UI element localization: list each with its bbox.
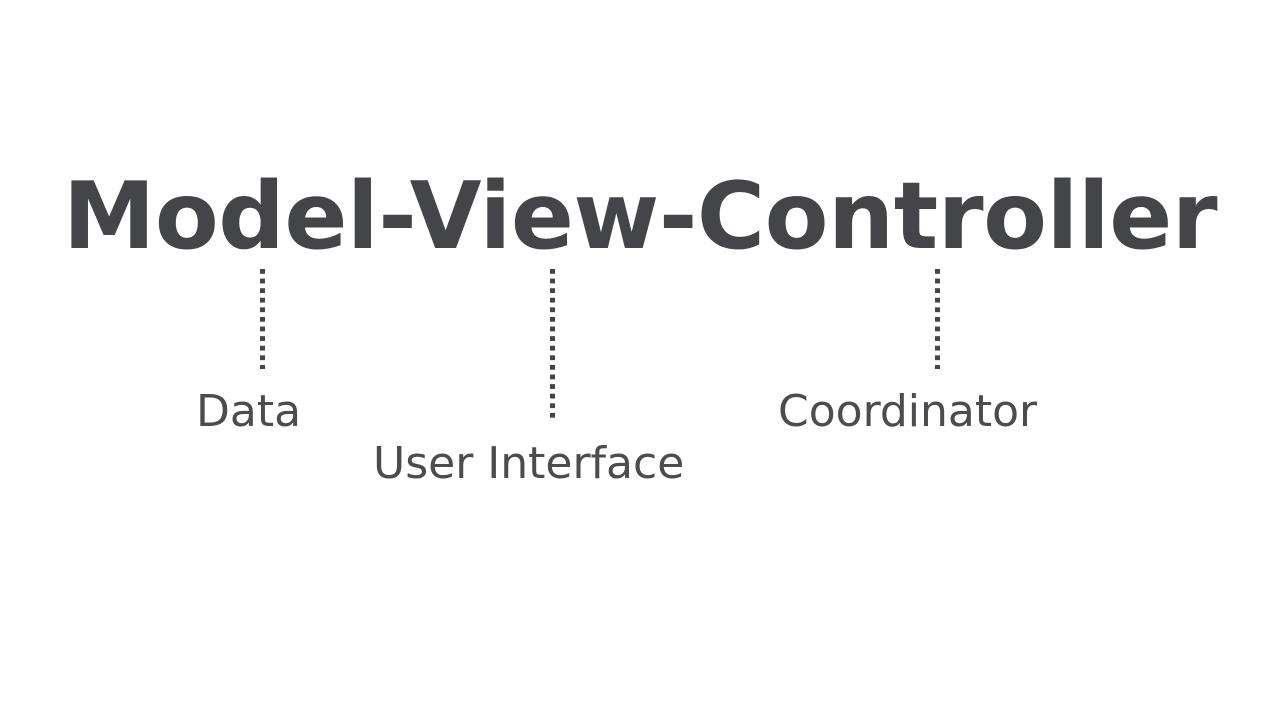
connector-model (260, 269, 265, 369)
connector-controller (935, 269, 940, 369)
page-title: Model-View-Controller (62, 162, 1218, 270)
connector-view (550, 269, 555, 419)
label-model-description: Data (196, 386, 302, 437)
label-controller-description: Coordinator (778, 386, 1038, 437)
label-view-description: User Interface (373, 438, 685, 489)
